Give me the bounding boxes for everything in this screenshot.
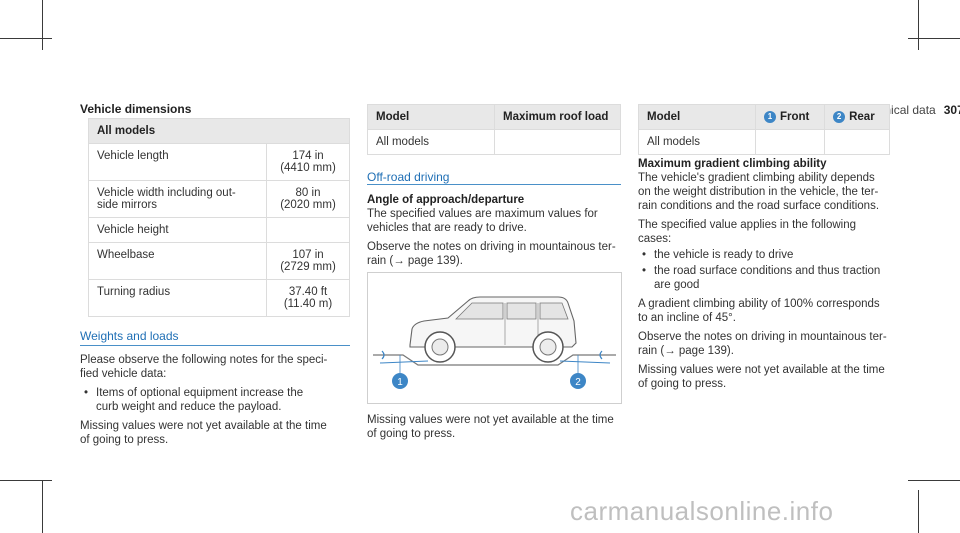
callout-1-label: 1 (397, 377, 403, 388)
callout-1-marker (392, 373, 408, 389)
list-item: the road surface conditions and thus tra… (638, 264, 900, 292)
crop-mark (908, 38, 960, 39)
row-label: All models (638, 129, 756, 156)
callout-1-badge: 1 (764, 111, 776, 123)
col-header-front: Front (780, 111, 810, 124)
row-label: All models (367, 129, 495, 155)
row-value-metric: (11.40 m) (283, 298, 333, 310)
angle-section: Angle of approach/departure The specifie… (367, 193, 627, 273)
page-number: 307 (943, 103, 960, 117)
weights-loads-title: Weights and loads (80, 329, 179, 343)
row-value: 37.40 ft (288, 286, 328, 298)
figure-note: Missing values were not yet available at… (367, 414, 614, 440)
gradient-title: Maximum gradient climbing ability (638, 158, 827, 170)
row-value: 80 in (295, 187, 321, 199)
table-row: All models (367, 129, 621, 155)
crop-mark (0, 480, 52, 481)
row-value: 174 in (292, 150, 324, 162)
callout-2-label: 2 (575, 377, 581, 388)
crop-mark (908, 480, 960, 481)
crop-mark (918, 490, 919, 533)
row-value-metric: (2020 mm) (280, 199, 336, 211)
gradient-section: Maximum gradient climbing ability The ve… (638, 157, 900, 396)
vehicle-dimensions-table: All models Vehicle length 174 in(4410 mm… (88, 118, 350, 317)
table-row: Wheelbase 107 in(2729 mm) (88, 242, 350, 280)
col-header-model: Model (638, 103, 756, 131)
section-rule (367, 184, 621, 185)
row-value-rear (824, 129, 890, 156)
table-header: All models (88, 118, 350, 144)
watermark: carmanualsonline.info (570, 496, 834, 526)
crop-mark (918, 0, 919, 50)
crop-mark (0, 38, 52, 39)
crop-mark (42, 0, 43, 50)
row-value-front (754, 129, 826, 156)
table-row: Vehicle length 174 in(4410 mm) (88, 143, 350, 181)
list-item: the vehicle is ready to drive (638, 248, 900, 262)
row-label: Vehicle width including out- (97, 187, 236, 199)
weights-text: Please observe the following notes for t… (80, 353, 355, 452)
section-rule (80, 345, 350, 346)
row-label: Wheelbase (88, 242, 267, 280)
row-value (494, 129, 621, 155)
vehicle-dimensions-title: Vehicle dimensions (80, 102, 192, 116)
crop-mark (42, 480, 43, 533)
table-row: All models (638, 129, 890, 156)
row-label: Vehicle length (88, 143, 267, 181)
offroad-title: Off-road driving (367, 170, 450, 184)
col-header-roof-load: Maximum roof load (494, 104, 621, 130)
table-row: Vehicle height (88, 217, 350, 243)
row-value: 107 in (292, 249, 324, 261)
row-label: Turning radius (88, 279, 267, 317)
row-label: Vehicle height (88, 217, 267, 243)
row-value-metric: (2729 mm) (280, 261, 336, 273)
callout-2-marker (570, 373, 586, 389)
row-value-metric: (4410 mm) (280, 162, 336, 174)
col-header-rear: Rear (849, 111, 875, 124)
row-value (266, 217, 350, 243)
col-header-model: Model (367, 104, 495, 130)
list-item: Items of optional equipment increase the… (80, 386, 355, 414)
row-label-cont: side mirrors (97, 199, 158, 211)
suv-side-illustration: 1 2 (373, 296, 616, 389)
approach-departure-figure: 1 2 (367, 272, 622, 404)
table-row: Turning radius 37.40 ft(11.40 m) (88, 279, 350, 317)
angle-title: Angle of approach/departure (367, 194, 525, 206)
table-row: Vehicle width including out-side mirrors… (88, 180, 350, 218)
callout-2-badge: 2 (833, 111, 846, 123)
roof-load-table: Model Maximum roof load All models (367, 104, 621, 155)
